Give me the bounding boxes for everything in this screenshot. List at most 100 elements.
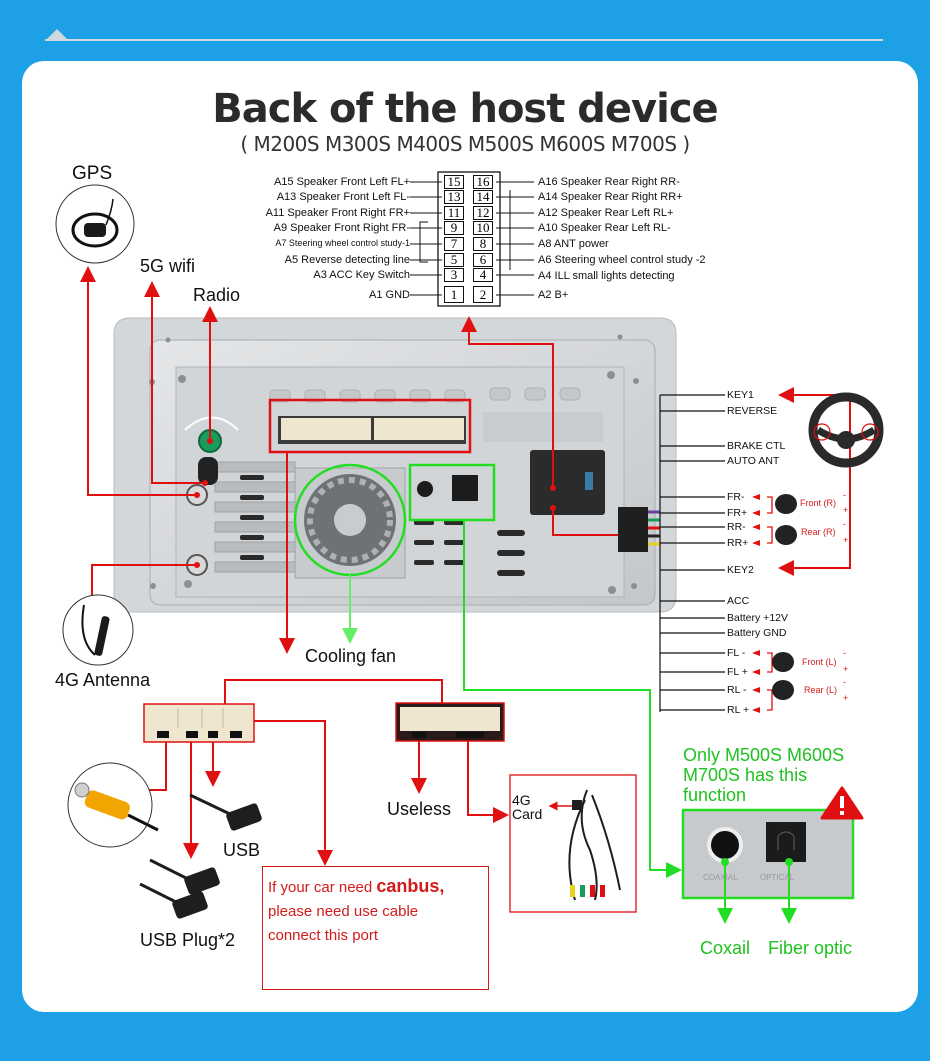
rear-r-label: Rear (R) <box>801 527 836 537</box>
pin-label-a1: A1 GND <box>369 289 410 301</box>
optical-note-line2: M700S has this <box>683 765 808 785</box>
pin-label-a4: A4 ILL small lights detecting <box>538 270 675 282</box>
steering-wheel-icon <box>808 392 884 468</box>
pin-label-a13: A13 Speaker Front Left FL- <box>276 191 410 203</box>
pin-label-a12: A12 Speaker Rear Left RL+ <box>538 207 674 219</box>
canbus-note: If your car need canbus, please need use… <box>262 866 489 990</box>
polarity-plus: + <box>843 693 849 703</box>
wire-auto-ant: AUTO ANT <box>727 455 780 467</box>
pin-box-8: 8 <box>473 237 493 251</box>
pin-box-4: 4 <box>473 268 493 282</box>
wire-battery-12v: Battery +12V <box>727 612 788 624</box>
polarity-plus: + <box>843 664 849 674</box>
pin-label-a8: A8 ANT power <box>538 238 609 250</box>
coaxial-label: Coxail <box>700 938 751 958</box>
pin-box-12: 12 <box>473 206 493 220</box>
polarity-minus: - <box>843 490 846 500</box>
warning-icon <box>820 786 864 820</box>
harness-lines <box>659 394 725 712</box>
pin-label-a6: A6 Steering wheel control study -2 <box>538 254 706 266</box>
pin-label-a7: A7 Steering wheel control study-1 <box>275 238 410 248</box>
pin-box-5: 5 <box>444 253 464 267</box>
useless-label: Useless <box>387 799 452 819</box>
4g-card-harness-box <box>509 774 637 913</box>
canbus-note-line2: please need use cable <box>268 903 419 920</box>
pin-label-a11: A11 Speaker Front Right FR+ <box>265 207 410 219</box>
front-l-label: Front (L) <box>802 657 837 667</box>
pin-box-10: 10 <box>473 221 493 235</box>
pin-box-3: 3 <box>444 268 464 282</box>
wire-fr-plus: FR+ <box>727 507 748 519</box>
adapter-connector-2 <box>395 702 505 742</box>
pin-label-a15: A15 Speaker Front Left FL+ <box>273 176 410 188</box>
coaxial-port-text: COAXIAL <box>703 873 738 882</box>
optical-coaxial-inset <box>681 808 855 924</box>
usb-plug-label: USB Plug*2 <box>140 930 236 950</box>
adapter-connector-1 <box>143 703 255 743</box>
polarity-plus: + <box>843 505 849 515</box>
rca-connector-icon <box>67 762 159 848</box>
host-device <box>113 317 677 613</box>
pin-box-9: 9 <box>444 221 464 235</box>
rear-l-label: Rear (L) <box>804 685 838 695</box>
cooling-fan-label: Cooling fan <box>305 646 397 666</box>
triangle-icon <box>45 29 69 41</box>
4g-antenna-label: 4G Antenna <box>55 670 151 690</box>
page-title: Back of the host device <box>212 86 718 132</box>
canbus-keyword: canbus, <box>376 876 445 896</box>
wire-key2: KEY2 <box>727 564 754 576</box>
wire-rl-minus: RL - <box>727 684 747 696</box>
pin-label-a16: A16 Speaker Rear Right RR- <box>538 176 680 188</box>
pin-box-2: 2 <box>473 286 493 303</box>
wire-acc: ACC <box>727 595 750 607</box>
gps-label: GPS <box>72 163 113 184</box>
wire-key1: KEY1 <box>727 389 754 401</box>
usb-cable-icons <box>139 793 262 919</box>
pin-box-13: 13 <box>444 190 464 204</box>
wire-fl-minus: FL - <box>727 647 746 659</box>
pin-box-15: 15 <box>444 175 464 189</box>
optical-note: Only M500S M600S M700S has this function <box>683 745 844 805</box>
4g-card-label: 4G Card <box>512 793 542 821</box>
wire-rr-minus: RR- <box>727 521 746 533</box>
front-r-label: Front (R) <box>800 498 836 508</box>
4g-antenna-icon <box>62 594 134 666</box>
polarity-minus: - <box>843 519 846 529</box>
wire-brake-ctl: BRAKE CTL <box>727 440 786 452</box>
wire-fl-plus: FL + <box>727 666 748 678</box>
header-divider <box>45 39 883 41</box>
optical-note-line1: Only M500S M600S <box>683 745 845 765</box>
pin-connector-frame <box>437 171 501 307</box>
pin-box-16: 16 <box>473 175 493 189</box>
pin-label-a10: A10 Speaker Rear Left RL- <box>538 222 671 234</box>
polarity-minus: - <box>843 648 846 658</box>
pin-box-14: 14 <box>473 190 493 204</box>
wire-reverse: REVERSE <box>727 405 778 417</box>
pin-label-a2: A2 B+ <box>538 289 569 301</box>
pin-box-7: 7 <box>444 237 464 251</box>
wire-fr-minus: FR- <box>727 491 745 503</box>
optical-port-text: OPTICAL <box>760 873 795 882</box>
wire-rr-plus: RR+ <box>727 537 749 549</box>
polarity-minus: - <box>843 677 846 687</box>
radio-label: Radio <box>193 285 241 305</box>
speaker-sensor-icons <box>772 494 797 700</box>
pin-label-a9: A9 Speaker Front Right FR- <box>273 222 410 234</box>
wifi-label: 5G wifi <box>140 256 196 276</box>
pin-box-1: 1 <box>444 286 464 303</box>
gps-antenna-icon <box>55 184 135 264</box>
optical-note-line3: function <box>683 785 747 805</box>
canbus-note-line3: connect this port <box>268 927 379 944</box>
page-subtitle: ( M200S M300S M400S M500S M600S M700S ) <box>240 132 690 156</box>
wire-battery-gnd: Battery GND <box>727 627 787 639</box>
pin-box-11: 11 <box>444 206 464 220</box>
fiber-optic-label: Fiber optic <box>768 938 853 958</box>
usb-label: USB <box>223 840 261 860</box>
pin-label-a3: A3 ACC Key Switch <box>313 269 410 281</box>
wire-rl-plus: RL + <box>727 704 750 716</box>
canbus-note-line1: If your car need <box>268 879 377 896</box>
pin-label-a14: A14 Speaker Rear Right RR+ <box>538 191 683 203</box>
polarity-plus: + <box>843 535 849 545</box>
pin-label-a5: A5 Reverse detecting line <box>284 254 410 266</box>
